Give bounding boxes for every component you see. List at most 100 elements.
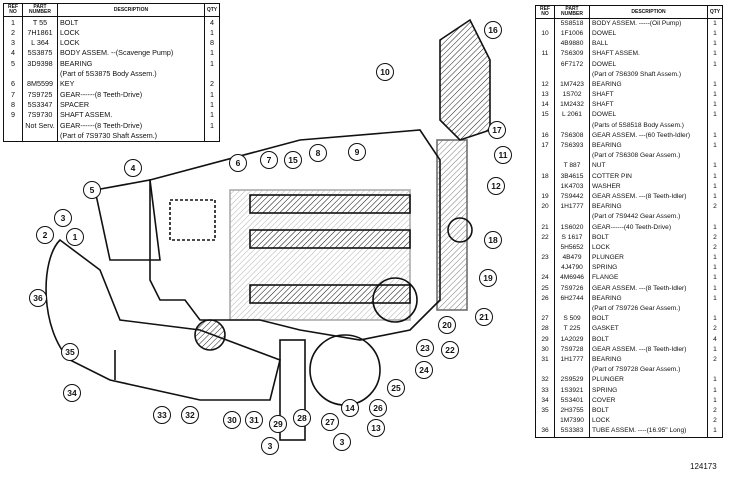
cell-part: Not Serv.	[22, 119, 58, 131]
cell-qty: 2	[204, 78, 220, 90]
cell-desc: BODY ASSEM. --(Scavenge Pump)	[57, 47, 205, 59]
cell-ref: 35	[535, 406, 555, 417]
callout-34: 34	[63, 384, 81, 402]
cell-part: 4B9880	[554, 39, 590, 50]
cell-ref	[535, 263, 555, 274]
cell-qty: 1	[707, 385, 723, 396]
cell-part: 6F7172	[554, 59, 590, 70]
cell-desc: FLANGE	[589, 273, 708, 284]
cell-ref: 33	[535, 385, 555, 396]
cell-part: 1M7423	[554, 80, 590, 91]
cell-desc: BOLT	[589, 314, 708, 325]
cell-ref	[535, 161, 555, 172]
cell-desc: SPRING	[589, 385, 708, 396]
cell-part: 7S6309	[554, 49, 590, 60]
cell-ref: 17	[535, 141, 555, 152]
cell-desc: DOWEL	[589, 110, 708, 121]
callout-11: 11	[494, 146, 512, 164]
cell-ref: 15	[535, 110, 555, 121]
cell-desc: GEAR ASSEM. ---(60 Teeth-Idler)	[589, 131, 708, 142]
cell-qty: 2	[707, 416, 723, 427]
cell-qty: 1	[707, 39, 723, 50]
cell-part: 3D9398	[22, 58, 58, 69]
cell-desc: SHAFT	[589, 100, 708, 111]
cell-ref: 31	[535, 355, 555, 366]
cell-part: 1H1777	[554, 202, 590, 213]
cell-ref: 16	[535, 131, 555, 142]
cell-desc: COTTER PIN	[589, 171, 708, 182]
cell-part: 1A2029	[554, 334, 590, 345]
cell-qty: 1	[204, 99, 220, 110]
callout-21: 21	[475, 308, 493, 326]
cell-part: 1S6020	[554, 222, 590, 233]
cell-ref	[535, 39, 555, 50]
cell-qty: 1	[707, 273, 723, 284]
cell-ref	[535, 18, 555, 30]
cell-qty: 1	[707, 253, 723, 264]
cell-ref: 19	[535, 192, 555, 203]
cell-desc: TUBE ASSEM. ----(16.95" Long)	[589, 426, 708, 438]
cell-desc: GEAR------(40 Teeth-Drive)	[589, 222, 708, 233]
cell-qty: 8	[204, 37, 220, 48]
callout-31: 31	[245, 411, 263, 429]
cell-desc: GEAR------(8 Teeth-Drive)	[57, 89, 205, 100]
cell-part: L 2061	[554, 110, 590, 121]
callout-16: 16	[484, 21, 502, 39]
cell-qty	[204, 130, 220, 142]
callout-25: 25	[387, 379, 405, 397]
table-row: (Part of 7S9730 Shaft Assem.)	[3, 130, 220, 142]
header-qty: QTY	[707, 5, 723, 19]
right-parts-table: REF NO PART NUMBER DESCRIPTION QTY 5S851…	[535, 5, 723, 438]
cell-qty: 1	[707, 131, 723, 142]
cell-ref	[535, 416, 555, 427]
cell-qty: 1	[204, 119, 220, 131]
callout-1: 1	[66, 228, 84, 246]
callout-24: 24	[415, 361, 433, 379]
cell-part: T 887	[554, 161, 590, 172]
cell-desc: GEAR ASSEM. ---(8 Teeth-Idler)	[589, 192, 708, 203]
cell-part	[554, 151, 590, 162]
cell-desc: SHAFT	[589, 90, 708, 101]
cell-qty: 1	[707, 29, 723, 40]
callout-3: 3	[54, 209, 72, 227]
cell-ref: 18	[535, 171, 555, 182]
cell-part: 2H3755	[554, 406, 590, 417]
cell-desc: SPACER	[57, 99, 205, 110]
cell-part	[22, 68, 58, 79]
cell-desc: BEARING	[57, 58, 205, 69]
cell-qty: 1	[707, 263, 723, 274]
callout-3: 3	[261, 437, 279, 455]
cell-desc: (Part of 7S6309 Shaft Assem.)	[589, 69, 708, 81]
cell-ref: 30	[535, 345, 555, 356]
cell-qty: 1	[707, 110, 723, 121]
cell-desc: PLUNGER	[589, 375, 708, 386]
cell-desc: PLUNGER	[589, 253, 708, 264]
cell-qty: 1	[707, 141, 723, 152]
cell-ref	[535, 120, 555, 132]
cell-part: 7S9725	[22, 89, 58, 100]
table-row: (Parts of 5S8518 Body Assem.)	[535, 120, 723, 132]
callout-15: 15	[284, 151, 302, 169]
cell-desc: SHAFT ASSEM.	[57, 109, 205, 120]
header-ref: REF NO	[3, 3, 23, 17]
callout-10: 10	[376, 63, 394, 81]
